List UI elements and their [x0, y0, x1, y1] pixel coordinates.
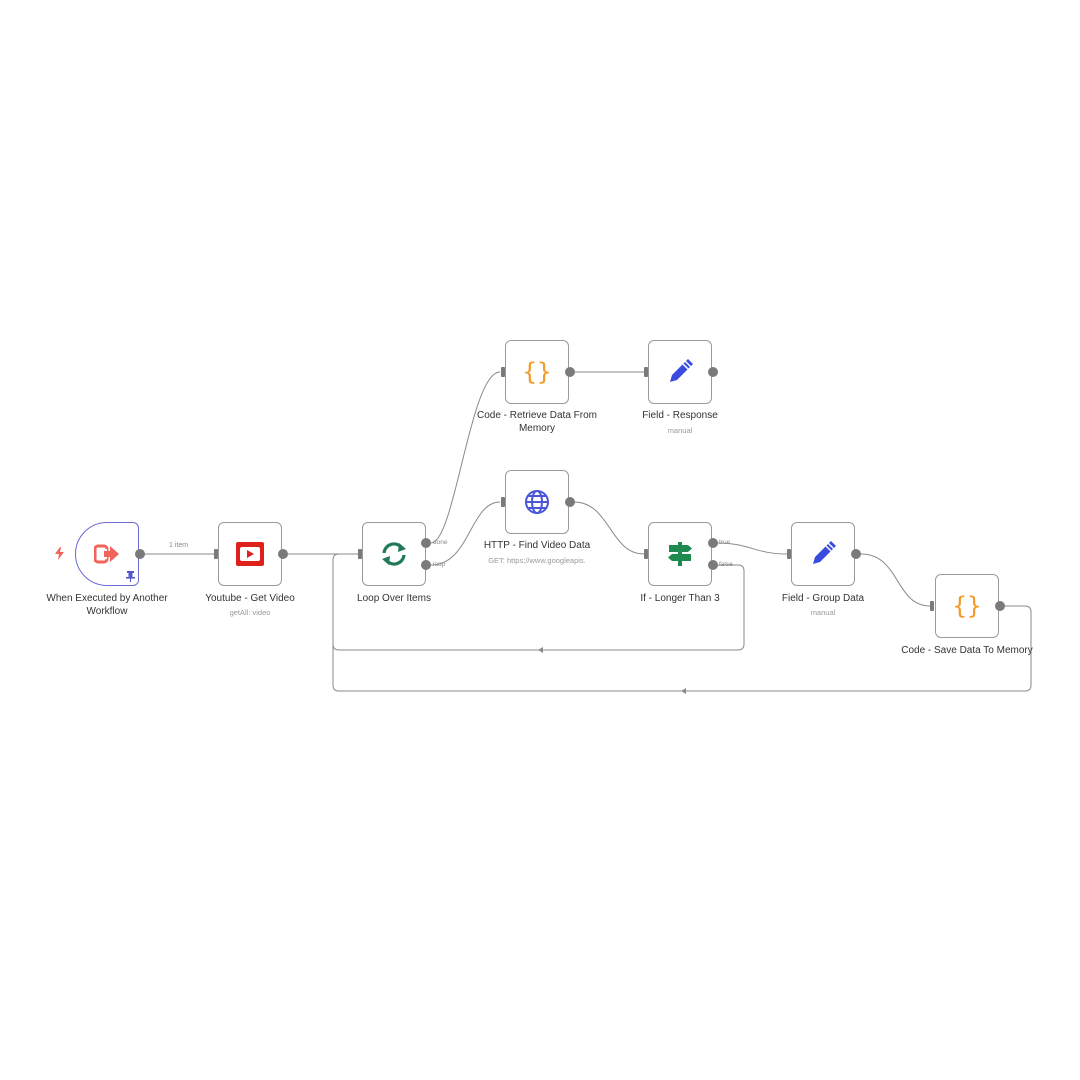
- if-true-output-port[interactable]: [708, 538, 718, 548]
- node-label: If - Longer Than 3: [640, 593, 720, 604]
- loop-done-output-port[interactable]: [421, 538, 431, 548]
- node-label: Field - Group Data: [781, 593, 865, 604]
- node-if-longer-than-3[interactable]: [648, 522, 712, 586]
- node-loop-over-items[interactable]: [362, 522, 426, 586]
- return-arrow-if: [538, 647, 543, 653]
- node-when-executed-by-another-workflow[interactable]: [75, 522, 139, 586]
- http-input-port[interactable]: [501, 497, 505, 507]
- loop-icon: [380, 540, 408, 568]
- http-output-port[interactable]: [565, 497, 575, 507]
- return-arrow-code-save: [681, 688, 686, 694]
- node-label: Code - Save Data To Memory: [901, 645, 1033, 656]
- node-code-retrieve-data-from-memory[interactable]: {}: [505, 340, 569, 404]
- if-true-port-label: true: [719, 539, 731, 546]
- node-label: Field - Response: [642, 410, 718, 421]
- node-label: Youtube - Get Video: [205, 593, 295, 604]
- field-response-input-port[interactable]: [644, 367, 648, 377]
- edge-code-save-loop-back: [332, 560, 1032, 692]
- code-retrieve-input-port[interactable]: [501, 367, 505, 377]
- code-retrieve-output-port[interactable]: [565, 367, 575, 377]
- node-label: Loop Over Items: [357, 593, 431, 604]
- node-subtitle: manual: [667, 426, 693, 435]
- edge-loop-done-code-retrieve: [430, 371, 501, 544]
- node-field-group-data[interactable]: [791, 522, 855, 586]
- if-input-port[interactable]: [644, 549, 648, 559]
- node-code-save-data-to-memory[interactable]: {}: [935, 574, 999, 638]
- if-false-port-label: false: [719, 561, 733, 568]
- pencil-icon: [666, 358, 694, 386]
- field-group-input-port[interactable]: [787, 549, 791, 559]
- youtube-icon: [236, 542, 264, 566]
- loop-done-port-label: done: [433, 539, 448, 546]
- loop-input-port[interactable]: [358, 549, 362, 559]
- pin-icon[interactable]: [126, 571, 135, 582]
- node-field-response[interactable]: [648, 340, 712, 404]
- node-http-find-video-data[interactable]: [505, 470, 569, 534]
- node-subtitle: getAll: video: [229, 608, 271, 617]
- loop-loop-output-port[interactable]: [421, 560, 431, 570]
- code-braces-icon: {}: [522, 358, 552, 386]
- youtube-output-port[interactable]: [278, 549, 288, 559]
- node-subtitle: manual: [810, 608, 836, 617]
- workflow-exit-icon: [94, 543, 120, 565]
- youtube-input-port[interactable]: [214, 549, 218, 559]
- edge-field-group-code-save: [860, 553, 931, 607]
- globe-icon: [523, 488, 551, 516]
- code-save-output-port[interactable]: [995, 601, 1005, 611]
- node-subtitle: GET: https://www.googleapis.: [488, 556, 586, 565]
- field-response-output-port[interactable]: [708, 367, 718, 377]
- edge-if-true-field-group: [716, 542, 788, 555]
- node-label: When Executed by Another Workflow: [46, 593, 168, 617]
- signpost-icon: [666, 540, 694, 568]
- node-label: HTTP - Find Video Data: [483, 540, 591, 551]
- node-label: Code - Retrieve Data From Memory: [476, 410, 598, 434]
- pencil-icon: [809, 540, 837, 568]
- field-group-output-port[interactable]: [851, 549, 861, 559]
- trigger-bolt-icon: [55, 547, 64, 560]
- loop-loop-port-label: loop: [433, 561, 446, 568]
- edge-http-if: [573, 501, 645, 555]
- node-youtube-get-video[interactable]: [218, 522, 282, 586]
- trigger-output-port[interactable]: [135, 549, 145, 559]
- code-braces-icon: {}: [952, 592, 982, 620]
- code-save-input-port[interactable]: [930, 601, 934, 611]
- edge-item-count-label: 1 item: [169, 542, 189, 549]
- if-false-output-port[interactable]: [708, 560, 718, 570]
- edge-loop-loop-http: [430, 501, 501, 566]
